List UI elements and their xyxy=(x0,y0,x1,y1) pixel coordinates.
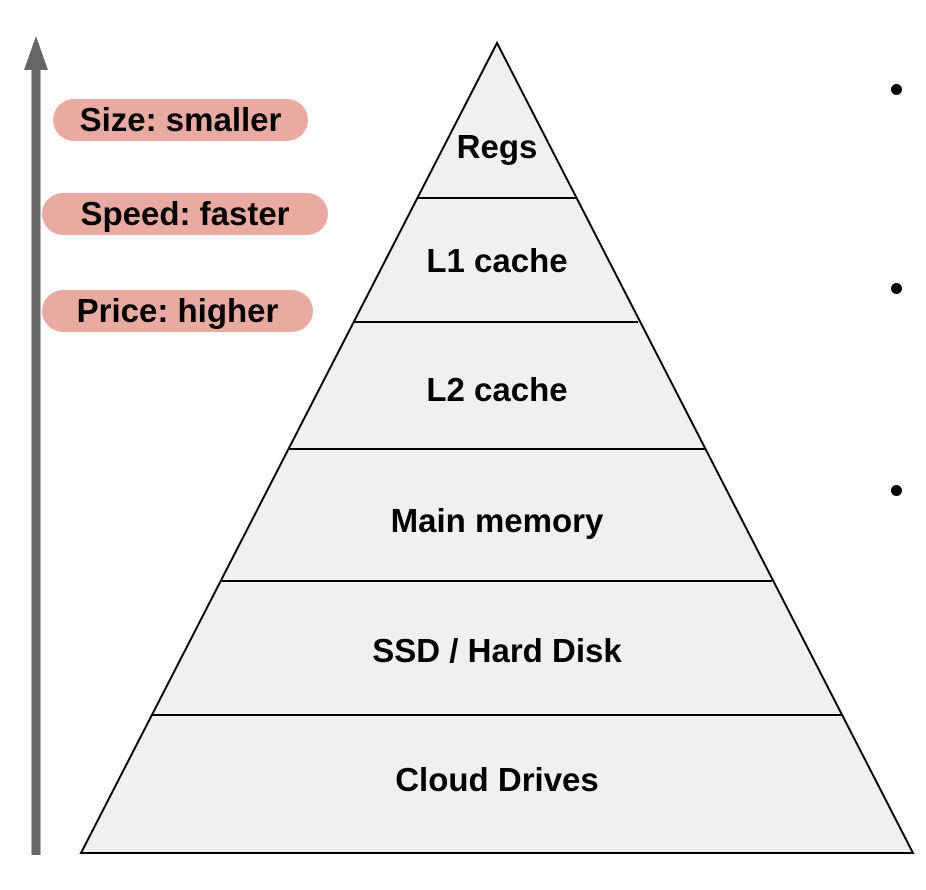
bullet-point xyxy=(891,485,902,496)
speed-label: Speed: faster xyxy=(42,193,328,235)
size-label: Size: smaller xyxy=(53,99,308,141)
layer-label-main-memory: Main memory xyxy=(390,502,604,539)
layer-label-cloud-drives: Cloud Drives xyxy=(395,761,599,798)
bullet-point xyxy=(891,283,902,294)
layer-label-ssd-hard-disk: SSD / Hard Disk xyxy=(372,632,622,669)
price-label: Price: higher xyxy=(42,290,313,332)
vertical-arrow-head xyxy=(24,36,48,70)
layer-label-l2-cache: L2 cache xyxy=(426,371,568,408)
layer-label-l1-cache: L1 cache xyxy=(426,242,568,279)
layer-label-regs: Regs xyxy=(456,128,538,165)
bullet-point xyxy=(891,84,902,95)
